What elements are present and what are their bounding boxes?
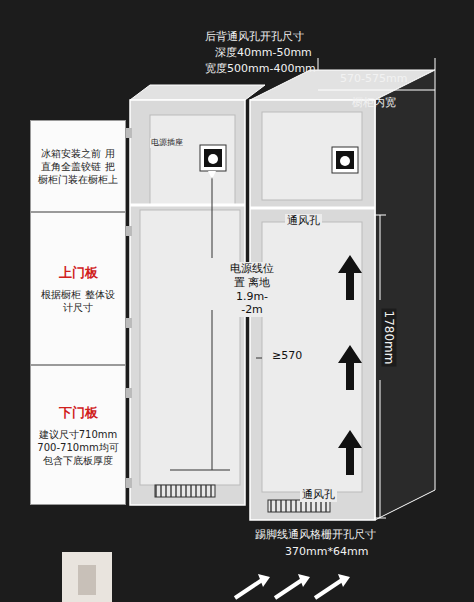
annotation: ≥570 [270, 349, 304, 363]
annotation: 570-575mm [340, 72, 407, 86]
panel-title: 上门板 [59, 264, 98, 282]
panel-note: 冰箱安装之前 用直角全盖铰链 把橱柜门装在橱柜上 [37, 147, 119, 186]
annotation: 通风孔 [300, 488, 337, 502]
panel-note: 根据橱柜 整体设计尺寸 [37, 288, 119, 314]
annotation: 电源插座 [150, 138, 184, 148]
door-panel: 冰箱安装之前 用直角全盖铰链 把橱柜门装在橱柜上 [30, 120, 126, 212]
annotation: 电源线位置 离地 1.9m--2m [226, 262, 278, 317]
annotation: 370mm*64mm [285, 545, 368, 559]
panel-title: 下门板 [59, 404, 98, 422]
annotation: 宽度500mm-400mm [205, 62, 316, 76]
annotation: 后背通风孔开孔尺寸 [205, 30, 304, 44]
annotation: 深度40mm-50mm [215, 46, 312, 60]
annotation: 通风孔 [285, 214, 322, 228]
panel-note: 建议尺寸710mm 700-710mm均可 包含下底板厚度 [37, 428, 119, 467]
door-panel: 上门板根据橱柜 整体设计尺寸 [30, 212, 126, 365]
door-panel: 下门板建议尺寸710mm 700-710mm均可 包含下底板厚度 [30, 365, 126, 505]
annotation: 踢脚线通风格栅开孔尺寸 [255, 528, 376, 542]
annotation: 橱柜内宽 [352, 96, 396, 110]
annotation: 1780mm [381, 309, 396, 367]
